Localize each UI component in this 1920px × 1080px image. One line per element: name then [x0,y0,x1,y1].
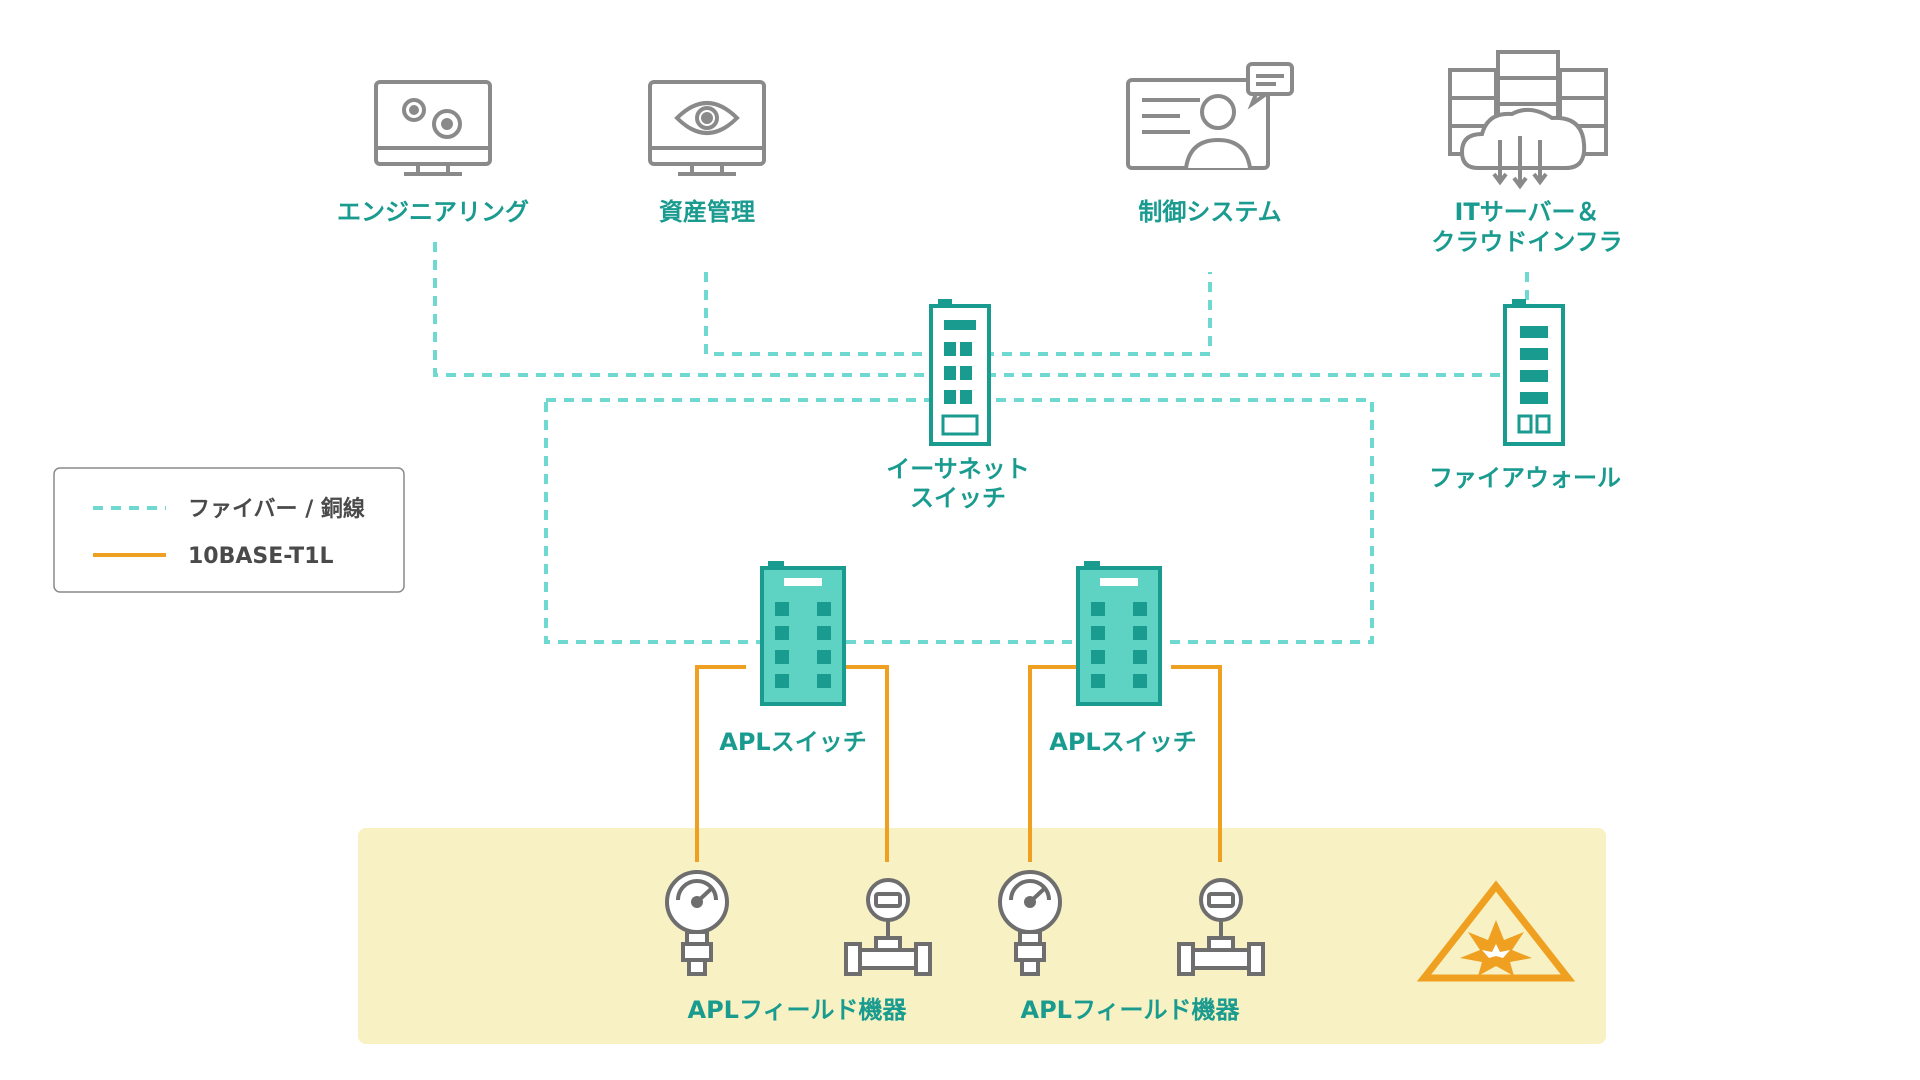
firewall-icon [1503,299,1565,446]
engineering-monitor-icon [374,80,492,176]
legend-box [53,467,405,593]
explosion-hazard-icon [1416,880,1576,982]
ethernet-switch-icon [929,299,991,446]
engineering-label: エンジニアリング [337,198,529,226]
t1l-right-2 [1171,665,1222,862]
asset-management-label: 資産管理 [659,198,755,226]
apl-field-devices-left-label: APLフィールド機器 [688,996,908,1024]
t1l-left-1 [695,665,746,862]
apl-switch-left-icon [760,561,846,706]
it-server-label-line2: クラウドインフラ [1431,228,1622,256]
hazard-zone [358,828,1606,1044]
it-server-label-line1: ITサーバー＆ [1454,198,1599,226]
apl-field-devices-right-label: APLフィールド機器 [1021,996,1241,1024]
flow-meter-left-icon [844,878,932,976]
legend-fiber-label: ファイバー / 銅線 [188,496,365,522]
t1l-links [695,665,1222,862]
apl-switch-right-icon [1076,561,1162,706]
legend: ファイバー / 銅線 10BASE-T1L [53,467,405,593]
ethernet-switch-label-line2: スイッチ [910,484,1006,512]
firewall-label: ファイアウォール [1429,464,1621,492]
legend-t1l-label: 10BASE-T1L [188,544,334,569]
apl-ring-link [544,398,1374,644]
pressure-gauge-left-icon [665,870,729,976]
t1l-left-2 [838,665,889,862]
apl-switch-right-label: APLスイッチ [1049,728,1196,756]
pressure-gauge-right-icon [998,870,1062,976]
control-operator-icon [1126,62,1294,170]
control-system-label: 制御システム [1138,198,1281,226]
flow-meter-right-icon [1177,878,1265,976]
asset-monitor-eye-icon [648,80,766,176]
engineering-link [433,242,1500,377]
ethernet-switch-label-line1: イーサネット [886,455,1030,483]
server-cloud-icon [1448,50,1608,190]
t1l-right-1 [1028,665,1078,862]
apl-switch-left-label: APLスイッチ [719,728,866,756]
